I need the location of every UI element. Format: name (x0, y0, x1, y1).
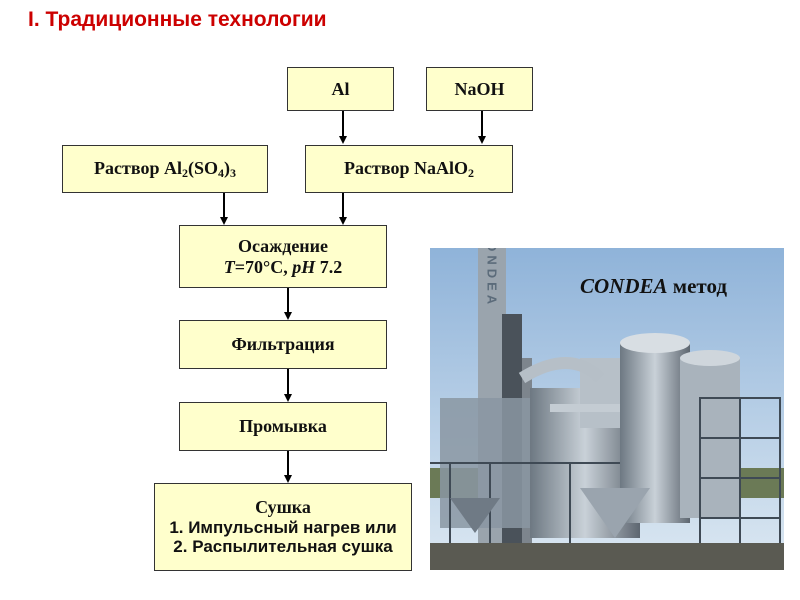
drying-option-1: 1. Импульсный нагрев или (169, 517, 397, 537)
condea-plant-photo: CONDEA (430, 248, 784, 570)
box-al: Al (287, 67, 394, 111)
box-naoh: NaOH (426, 67, 533, 111)
box-precipitation: Осаждение T=70°C, pH 7.2 (179, 225, 387, 288)
photo-caption: CONDEA метод (580, 274, 727, 298)
box-al2so4-solution: Раствор Al2(SO4)3 (62, 145, 268, 193)
drying-option-2: 2. Распылительная сушка (173, 537, 393, 557)
box-drying: Сушка 1. Импульсный нагрев или 2. Распыл… (154, 483, 412, 571)
box-naoh-label: NaOH (454, 78, 505, 99)
precipitation-title: Осаждение (237, 235, 329, 256)
washing-label: Промывка (239, 416, 327, 437)
slide-title: I. Традиционные технологии (28, 8, 327, 31)
tower-lettering: CONDEA (485, 248, 500, 308)
precipitation-conditions: T=70°C, pH 7.2 (223, 256, 343, 277)
naalo2-label: Раствор NaAlO2 (344, 157, 474, 180)
filtration-label: Фильтрация (231, 334, 335, 355)
box-naalo2-solution: Раствор NaAlO2 (305, 145, 513, 193)
al2so4-label: Раствор Al2(SO4)3 (94, 157, 236, 180)
drying-title: Сушка (255, 497, 311, 518)
box-washing: Промывка (179, 402, 387, 451)
box-filtration: Фильтрация (179, 320, 387, 369)
box-al-label: Al (331, 78, 350, 99)
